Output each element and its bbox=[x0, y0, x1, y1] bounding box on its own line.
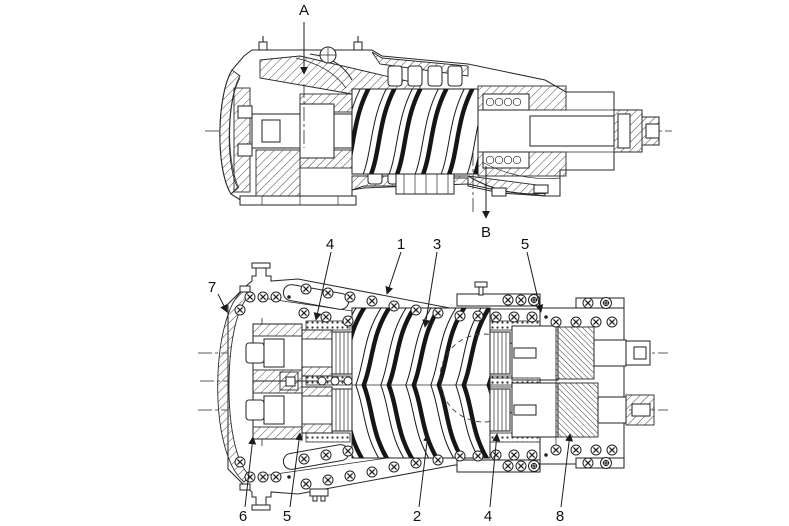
foot-stub-bottom bbox=[309, 488, 329, 502]
stud-bolt-right bbox=[353, 36, 363, 51]
suction-slot-upper bbox=[282, 284, 350, 310]
callout-7-leader bbox=[217, 293, 228, 313]
callout-2-leader bbox=[418, 433, 432, 508]
callout-4-bottom-leader bbox=[489, 433, 501, 508]
foot-right-2 bbox=[533, 184, 549, 194]
end-cover-inner-line bbox=[229, 77, 241, 189]
screw-rotor-side-view bbox=[351, 88, 479, 175]
callout-2-label: 2 bbox=[413, 508, 421, 525]
callout-4-top-label: 4 bbox=[326, 236, 334, 253]
section-arrow-b bbox=[472, 152, 490, 219]
callout-6-leader bbox=[244, 436, 257, 508]
shaft-end-detail bbox=[645, 123, 660, 139]
female-rotor-right-end bbox=[489, 377, 655, 443]
lower-left-wall-hatch bbox=[255, 149, 301, 197]
inlet-passage-inner-curve bbox=[295, 57, 347, 89]
callout-7-label: 7 bbox=[208, 279, 216, 296]
right-roller-bearing bbox=[482, 93, 530, 169]
top-cover-plate bbox=[456, 293, 541, 307]
base-foot bbox=[239, 195, 357, 206]
callout-8-label: 8 bbox=[556, 508, 564, 525]
inlet-passage-curve bbox=[309, 53, 353, 81]
callout-1-leader bbox=[385, 251, 402, 295]
shaft-collar bbox=[299, 103, 335, 159]
bottom-view-horizontal-section: 7 4 1 3 5 6 5 2 4 8 bbox=[198, 236, 668, 525]
discharge-rib-2 bbox=[481, 161, 561, 179]
callout-8-leader bbox=[560, 433, 574, 508]
section-label-b: B bbox=[481, 224, 491, 241]
top-view-longitudinal-section: A B bbox=[205, 2, 672, 241]
dome-clip-top bbox=[239, 285, 251, 293]
cooling-fins-top bbox=[387, 65, 463, 87]
callout-leaders bbox=[217, 251, 574, 508]
female-rotor bbox=[352, 385, 490, 458]
vent-stub-top-mid bbox=[474, 281, 488, 296]
top-wall-hatch bbox=[371, 51, 469, 77]
male-rotor-right-end bbox=[489, 320, 651, 386]
vent-stub-top-left bbox=[251, 262, 271, 269]
callout-4-top-leader bbox=[313, 251, 332, 321]
cover-boss-upper bbox=[237, 105, 253, 119]
left-flange-hatch bbox=[233, 87, 251, 193]
callout-3-label: 3 bbox=[433, 236, 441, 253]
callout-4-bottom-label: 4 bbox=[484, 508, 492, 525]
cover-boss-lower bbox=[237, 143, 253, 157]
dome-clip-bottom bbox=[239, 483, 251, 491]
bottom-cover-plate bbox=[456, 459, 541, 473]
shaft-bolt-head bbox=[261, 119, 281, 143]
coupling-flange bbox=[617, 113, 631, 149]
callout-5-top-label: 5 bbox=[521, 236, 529, 253]
callout-3-leader bbox=[422, 251, 438, 328]
section-label-a: A bbox=[299, 2, 309, 19]
callout-1-label: 1 bbox=[397, 236, 405, 253]
callout-5-top-leader bbox=[526, 251, 544, 313]
foot-right-1 bbox=[491, 187, 507, 197]
female-rotor-left-hub bbox=[245, 380, 353, 443]
callout-6-label: 6 bbox=[239, 508, 247, 525]
drain-stub-bottom-left bbox=[251, 504, 271, 511]
plug-circle bbox=[319, 46, 337, 64]
callout-5-bottom-label: 5 bbox=[283, 508, 291, 525]
stud-bolt-left bbox=[258, 36, 268, 51]
drive-shaft bbox=[529, 115, 615, 147]
callout-5-bottom-leader bbox=[289, 432, 303, 508]
